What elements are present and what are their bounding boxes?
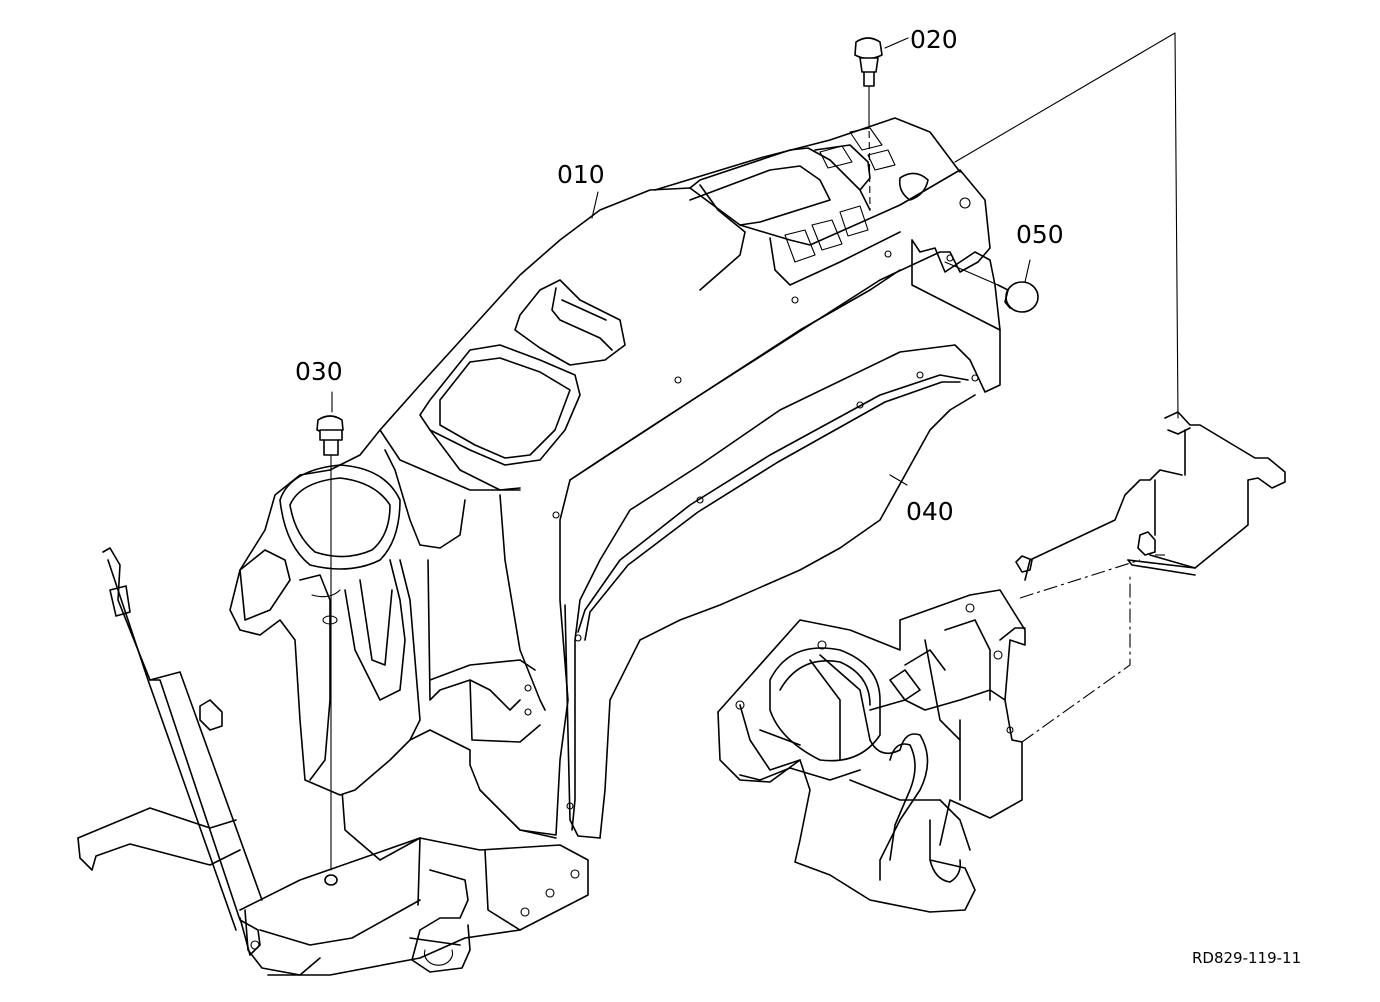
left-frame-bracket	[77, 547, 421, 976]
bolt-020	[854, 37, 883, 87]
drawing-reference: RD829-119-11	[1192, 949, 1301, 967]
label-part-010: 010	[557, 160, 605, 189]
right-bracket	[1015, 411, 1286, 581]
label-part-020: 020	[910, 25, 958, 54]
label-part-040: 040	[906, 497, 954, 526]
clip-050	[997, 281, 1039, 313]
label-part-050: 050	[1016, 220, 1064, 249]
side-cover-040	[564, 239, 1001, 839]
main-panel-010	[229, 117, 991, 836]
leader-lines	[330, 32, 1179, 871]
bolt-030	[316, 415, 344, 456]
washer	[324, 874, 338, 886]
label-part-030: 030	[295, 357, 343, 386]
pedal-casting-assembly	[717, 589, 1026, 913]
